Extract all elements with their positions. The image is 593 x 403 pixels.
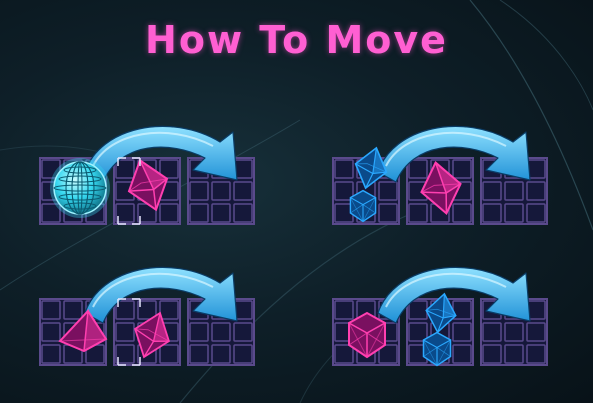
move-example-blue-pieces-to-pink-octahedron xyxy=(332,125,548,225)
pink-octahedron-piece xyxy=(127,158,169,212)
selection-corner-markers xyxy=(117,298,141,366)
move-example-pink-cube-to-blue-pieces xyxy=(332,266,548,367)
page-title: How To Move xyxy=(145,18,448,62)
move-example-pink-pyramid-to-pink-octahedron xyxy=(39,266,255,366)
curved-arrow-icon xyxy=(377,125,531,183)
pink-pyramid-piece xyxy=(58,308,108,353)
blue-octahedron-piece xyxy=(425,292,457,334)
cyan-sphere-piece xyxy=(50,158,110,218)
blue-octahedron-piece xyxy=(354,146,388,190)
pink-octahedron-piece xyxy=(134,311,170,359)
grid-middle xyxy=(406,157,474,225)
move-example-sphere-to-octahedron xyxy=(39,125,255,225)
curved-arrow-icon xyxy=(377,266,531,324)
curved-arrow-icon xyxy=(84,266,238,324)
pink-cube-piece xyxy=(348,311,386,359)
pink-octahedron-piece xyxy=(420,160,462,216)
blue-cube-piece xyxy=(422,331,452,367)
selection-corner-markers xyxy=(117,157,141,225)
curved-arrow-icon xyxy=(84,125,238,183)
blue-cube-piece xyxy=(349,189,377,223)
